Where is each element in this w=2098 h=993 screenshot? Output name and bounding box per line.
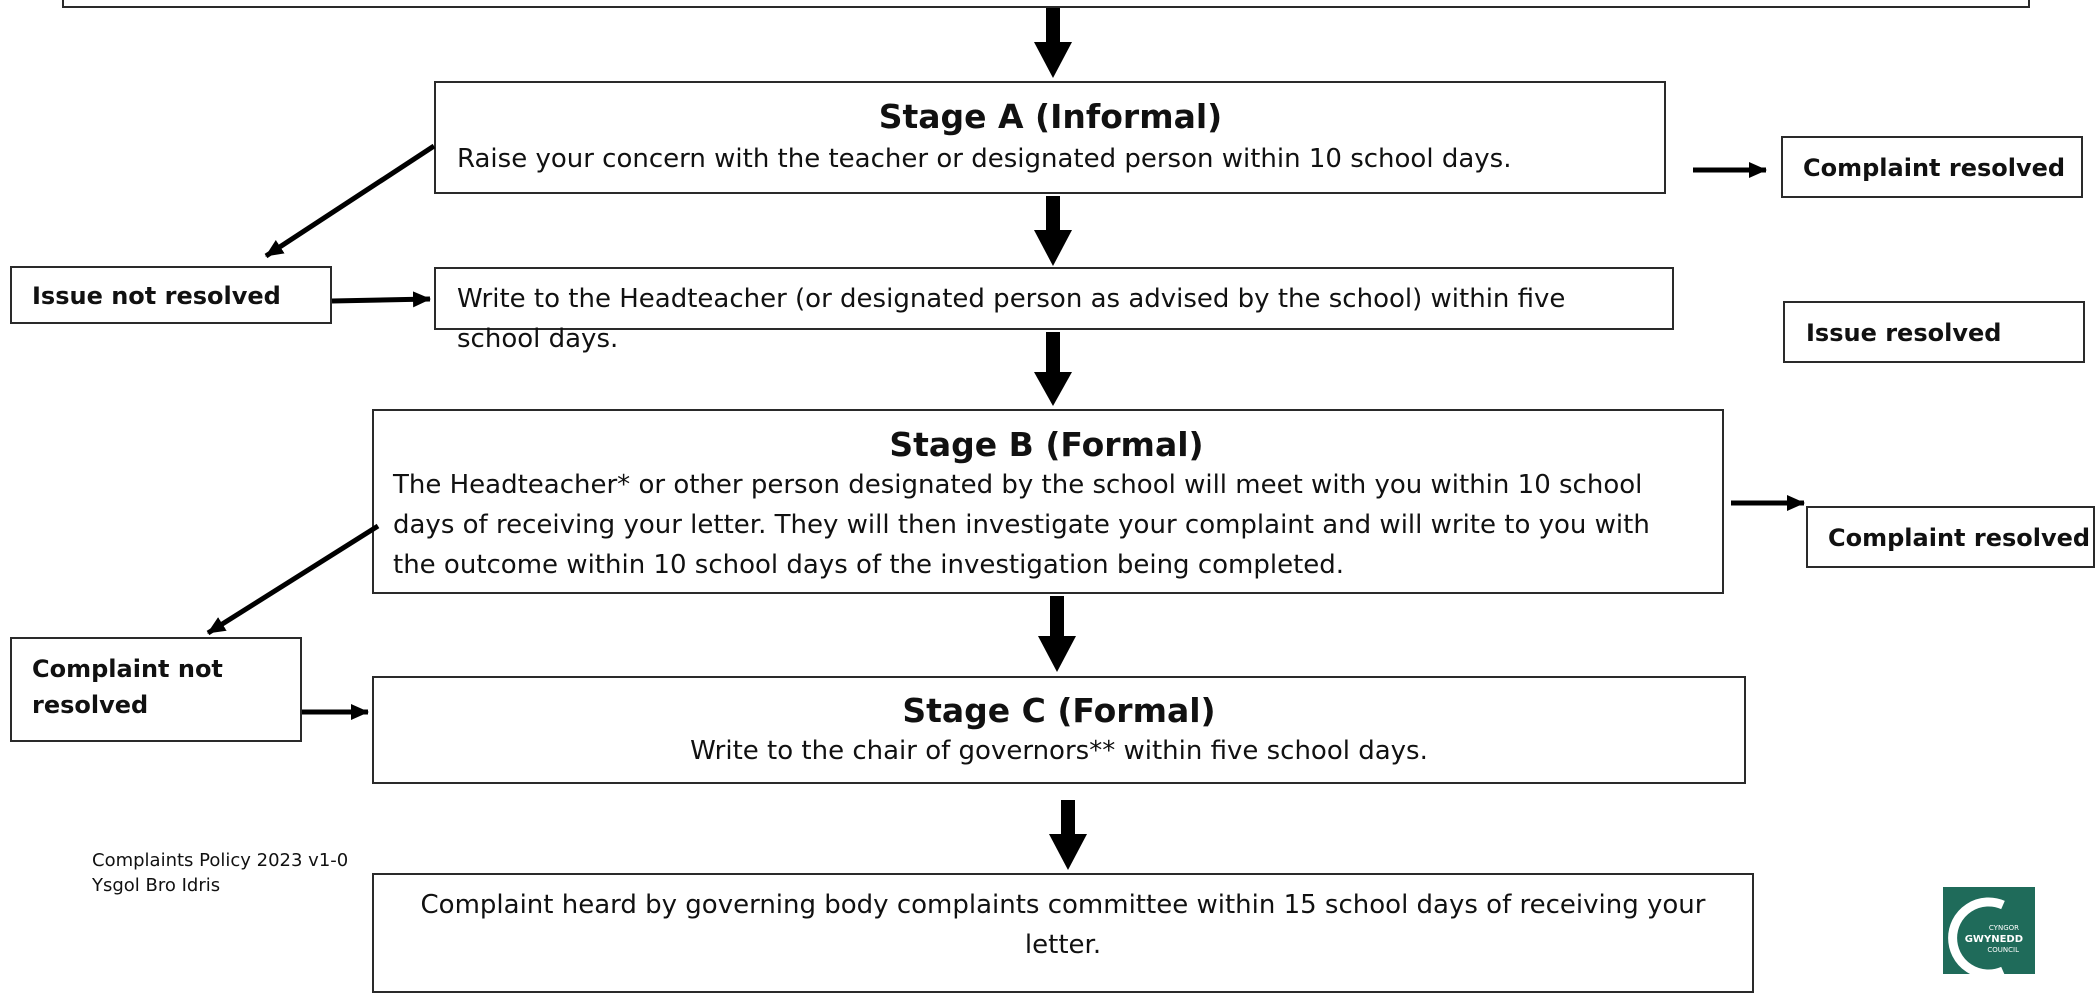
stage-c-title: Stage C (Formal) bbox=[902, 691, 1216, 730]
committee-text: Complaint heard by governing body compla… bbox=[420, 890, 1706, 960]
issue-resolved-label: Issue resolved bbox=[1806, 319, 2002, 347]
complaint-resolved-a-box: Complaint resolved bbox=[1781, 136, 2083, 198]
stage-a-text: Raise your concern with the teacher or d… bbox=[457, 143, 1512, 174]
down-arrow-headteacher bbox=[1034, 332, 1072, 406]
stage-a-box: Stage A (Informal) Raise your concern wi… bbox=[434, 81, 1666, 194]
write-headteacher-text: Write to the Headteacher (or designated … bbox=[457, 284, 1566, 354]
stage-a-title: Stage A (Informal) bbox=[878, 97, 1223, 136]
previous-step-box bbox=[62, 0, 2030, 8]
arrow-issue-not-resolved-to-headteacher bbox=[331, 291, 431, 308]
complaint-not-resolved-label: Complaint not resolved bbox=[32, 655, 223, 719]
write-headteacher-box: Write to the Headteacher (or designated … bbox=[434, 267, 1674, 354]
stage-c-text: Write to the chair of governors** within… bbox=[690, 735, 1428, 766]
stage-b-box: Stage B (Formal) The Headteacher* or oth… bbox=[372, 409, 1724, 594]
complaint-resolved-b-box: Complaint resolved bbox=[1806, 506, 2095, 568]
down-arrow-b bbox=[1038, 596, 1076, 672]
arrow-stage-b-to-complaint-not-resolved bbox=[206, 523, 380, 636]
stage-b-text: The Headteacher* or other person designa… bbox=[393, 469, 1650, 580]
down-arrow-a bbox=[1034, 196, 1072, 266]
issue-not-resolved-label: Issue not resolved bbox=[32, 282, 281, 310]
stage-c-box: Stage C (Formal) Write to the chair of g… bbox=[372, 676, 1746, 784]
issue-resolved-box: Issue resolved bbox=[1783, 301, 2085, 363]
footer-school: Ysgol Bro Idris bbox=[92, 875, 221, 896]
committee-box: Complaint heard by governing body compla… bbox=[372, 873, 1754, 993]
arrow-stage-a-to-issue-not-resolved bbox=[264, 143, 436, 259]
down-arrow-top bbox=[1034, 8, 1072, 78]
gwynedd-council-logo: CYNGOR GWYNEDD COUNCIL bbox=[1943, 887, 2035, 974]
complaint-not-resolved-box: Complaint not resolved bbox=[10, 637, 302, 742]
footer-policy: Complaints Policy 2023 v1-0 bbox=[92, 850, 349, 871]
logo-emblem-icon: CYNGOR GWYNEDD COUNCIL bbox=[1948, 897, 2023, 974]
logo-top-text: CYNGOR bbox=[1989, 924, 2019, 932]
logo-bottom-text: COUNCIL bbox=[1987, 946, 2019, 954]
complaint-resolved-a-label: Complaint resolved bbox=[1803, 154, 2066, 182]
down-arrow-c bbox=[1049, 800, 1087, 870]
stage-b-title: Stage B (Formal) bbox=[889, 425, 1204, 464]
complaint-resolved-b-label: Complaint resolved bbox=[1828, 524, 2091, 552]
logo-main-text: GWYNEDD bbox=[1965, 934, 2023, 945]
issue-not-resolved-box: Issue not resolved bbox=[10, 266, 332, 324]
